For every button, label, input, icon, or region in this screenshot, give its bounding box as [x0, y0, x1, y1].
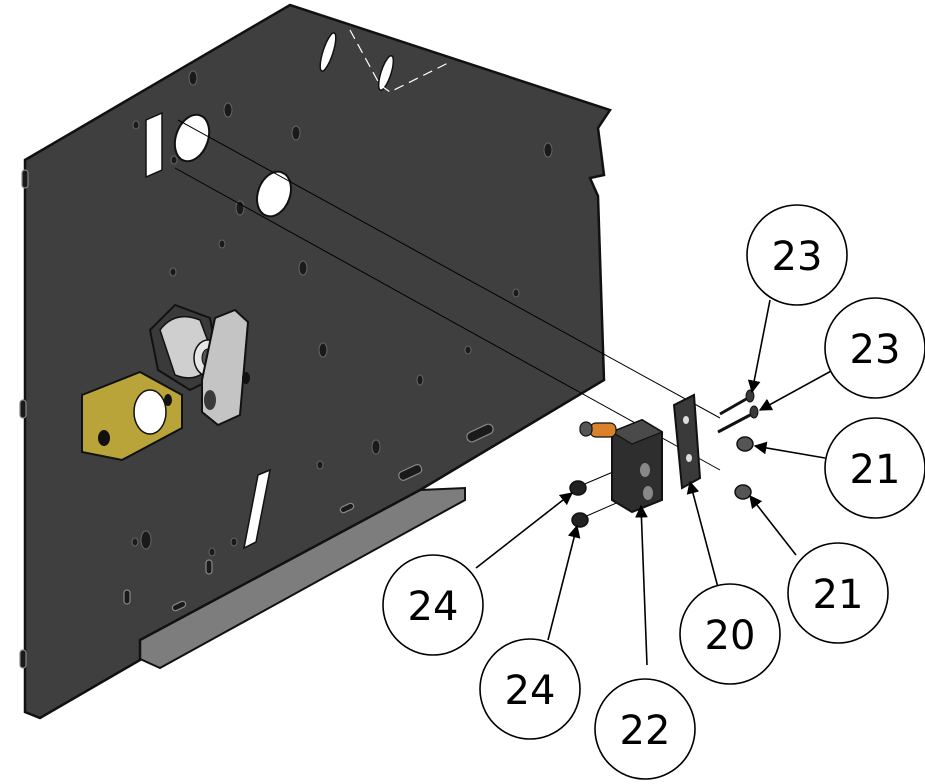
panel-hole-large-2 — [256, 170, 292, 218]
callout-21-upper: 21 — [824, 417, 925, 519]
part-24-nut-upper — [569, 480, 587, 496]
guide-line-upper — [177, 119, 721, 419]
side-panel — [19, 3, 612, 720]
part-21-nut-upper — [736, 436, 754, 452]
callout-24-upper: 24 — [382, 554, 484, 656]
part-20-plate — [672, 393, 702, 490]
panel-small-holes — [131, 70, 553, 557]
panel-rect-slot-upper — [145, 111, 163, 179]
panel-top-slots — [319, 29, 451, 93]
callout-label: 24 — [505, 668, 556, 714]
part-24-nut-lower — [571, 512, 589, 528]
leader-lines — [475, 299, 834, 666]
panel-small-slots — [19, 169, 494, 669]
callout-21-lower: 21 — [787, 542, 889, 644]
callout-label: 23 — [772, 234, 823, 280]
callout-label: 21 — [813, 572, 864, 618]
callout-label: 20 — [705, 613, 756, 659]
mounted-bracket-assembly — [81, 303, 250, 462]
panel-hole-large-1 — [173, 113, 211, 163]
callout-label: 24 — [408, 584, 459, 630]
exploded-parts — [174, 119, 759, 528]
guide-line-lower — [174, 167, 721, 471]
callout-label: 22 — [620, 708, 671, 754]
callout-20: 20 — [679, 583, 781, 685]
callout-24-lower: 24 — [479, 638, 581, 740]
part-23-screw-lower — [717, 405, 759, 434]
callout-23-lower: 23 — [824, 297, 925, 399]
part-23-screw-upper — [719, 389, 755, 416]
callout-22: 22 — [594, 678, 696, 780]
panel-body — [23, 3, 612, 720]
callout-label: 23 — [850, 327, 901, 373]
part-21-nut-lower — [734, 484, 752, 500]
part-22-switch — [579, 418, 664, 514]
panel-rect-slot-lower — [242, 468, 272, 550]
callout-label: 21 — [850, 447, 901, 493]
callout-23-upper: 23 — [746, 204, 848, 306]
